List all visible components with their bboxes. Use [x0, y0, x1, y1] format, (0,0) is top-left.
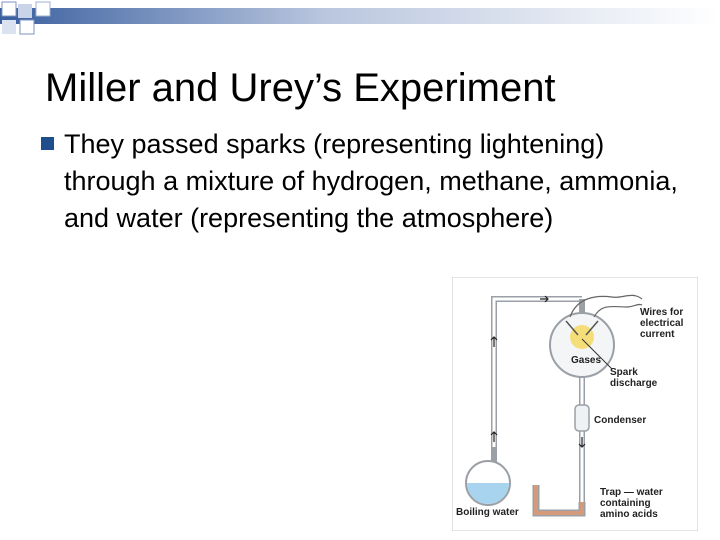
label-trap: Trap — water containing amino acids — [600, 487, 663, 520]
label-condenser: Condenser — [594, 415, 647, 426]
bullet-marker — [41, 137, 54, 150]
flow-arrow-down — [578, 437, 586, 448]
label-wires: Wires for electrical current — [640, 307, 684, 340]
electrical-wire — [569, 294, 643, 318]
spark-glow — [570, 325, 594, 349]
flow-arrow-up — [490, 336, 498, 347]
flow-arrow-right — [540, 295, 549, 303]
label-spark-discharge: Spark discharge — [610, 367, 658, 389]
header-decoration — [0, 1, 720, 35]
apparatus-illustration — [451, 276, 699, 532]
condenser — [574, 404, 590, 432]
label-gases: Gases — [571, 355, 602, 366]
slide-title: Miller and Urey’s Experiment — [45, 66, 556, 110]
label-boiling-water: Boiling water — [456, 507, 519, 518]
miller-urey-diagram: Wires for electrical current Gases Spark… — [451, 276, 699, 532]
boiling-water-fill — [467, 483, 509, 504]
bullet-text: They passed sparks (representing lighten… — [64, 129, 678, 233]
